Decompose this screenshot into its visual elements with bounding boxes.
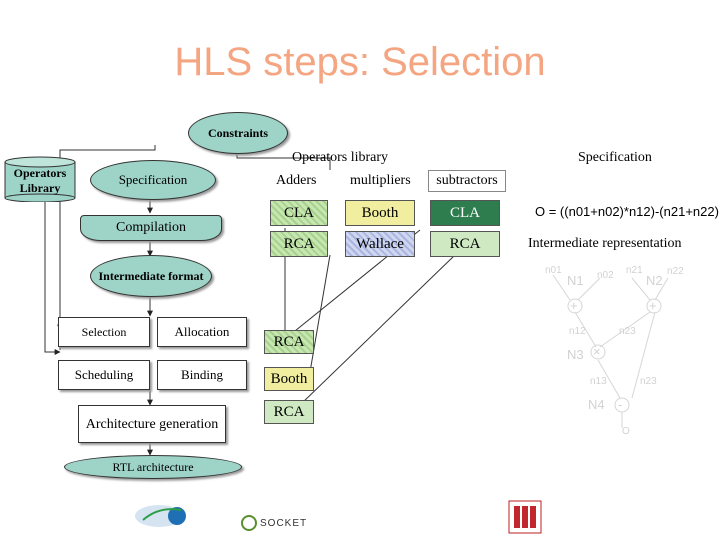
graph-n02: n02 [597,270,614,281]
selected-rca-2: RCA [264,400,314,424]
architecture-generation-box: Architecture generation [78,405,226,443]
binding-box: Binding [157,360,247,390]
compilation-node: Compilation [80,215,222,241]
col-multipliers: multipliers [350,173,411,188]
lab-logo-icon [508,500,542,534]
graph-n13: n13 [590,376,607,387]
graph-n01: n01 [545,265,562,276]
selected-rca-1: RCA [264,330,314,354]
socket-logo: SOCKET [240,512,310,534]
intermediate-representation-label: Intermediate representation [528,236,682,251]
subtractor-cla-cell: CLA [430,200,500,226]
graph-plus-2: + [649,298,657,313]
aerospace-logo-icon [135,505,186,527]
scheduling-box: Scheduling [58,360,150,390]
graph-N1: N1 [567,273,584,288]
multiplier-booth-cell: Booth [345,200,415,226]
constraints-node: Constraints [188,112,288,154]
lab-logo [508,500,542,534]
col-adders: Adders [276,173,317,188]
specification-node: Specification [90,160,216,200]
allocation-box: Allocation [157,317,247,347]
operators-library-label: Operators Library [13,166,67,195]
subtractor-rca-cell: RCA [430,231,500,257]
graph-N4: N4 [588,397,605,412]
specification-heading: Specification [578,150,652,165]
col-subtractors: subtractors [428,170,506,192]
multiplier-wallace-cell: Wallace [345,231,415,257]
operators-library-heading: Operators library [292,150,389,165]
page-title: HLS steps: Selection [174,40,546,84]
graph-times: × [593,344,601,359]
intermediate-format-node: Intermediate format [90,255,212,297]
rtl-architecture-node: RTL architecture [64,455,242,479]
graph-n21: n21 [626,265,643,276]
selected-booth: Booth [264,367,314,391]
adder-rca-cell: RCA [270,231,328,257]
graph-n12: n12 [569,326,586,337]
graph-n23: n23 [619,326,636,337]
graph-N2: N2 [646,273,663,288]
graph-N3: N3 [567,347,584,362]
graph-n23-b: n23 [640,376,657,387]
selection-box: Selection [58,317,150,347]
cylinder-icon [4,156,76,202]
adder-cla-cell: CLA [270,200,328,226]
graph-n22: n22 [667,266,684,277]
socket-logo-icon [241,515,257,531]
graph-out: O [622,426,630,437]
aerospace-valley-logo [133,500,191,530]
graph-minus: - [618,397,623,412]
equation: O = ((n01+n02)*n12)-(n21+n22) [535,204,719,219]
operators-library-node: Operators Library [4,156,76,202]
socket-logo-text: SOCKET [260,517,308,529]
graph-plus-1: + [570,298,578,313]
